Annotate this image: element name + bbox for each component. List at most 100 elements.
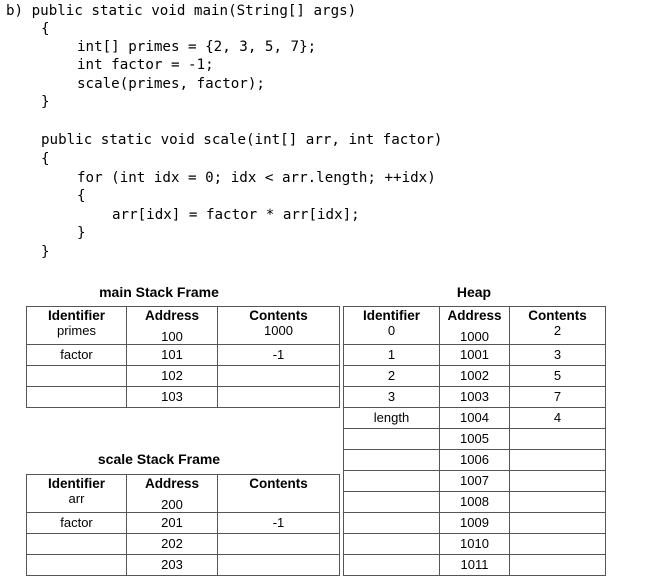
column-header: Contents [509,306,606,324]
address-cell: 200 [126,492,218,513]
table-row: 102 [26,365,340,387]
table-row: length 1004 4 [343,407,606,429]
identifier-cell [26,554,127,576]
contents-cell: 5 [509,365,606,387]
contents-cell [509,491,606,513]
identifier-cell [343,470,440,492]
contents-cell [509,554,606,576]
contents-cell: 7 [509,386,606,408]
scale-frame-title: scale Stack Frame [97,451,221,467]
address-cell: 1011 [439,554,510,576]
column-header: Contents [217,474,340,492]
table-header-row: Identifier Address Contents [343,306,606,324]
identifier-cell [26,533,127,555]
identifier-cell: 1 [343,344,440,366]
table-row: 3 1003 7 [343,386,606,408]
contents-cell [509,428,606,450]
column-header: Identifier [343,306,440,324]
contents-cell [217,492,340,513]
contents-cell: -1 [217,344,340,366]
address-cell: 1004 [439,407,510,429]
table-row: factor 201 -1 [26,512,340,534]
identifier-cell: 2 [343,365,440,387]
code-line: } [41,244,50,260]
table-row: primes 100 1000 [26,324,340,345]
address-cell: 1007 [439,470,510,492]
table-row: 202 [26,533,340,555]
column-header: Address [126,306,218,324]
table-row: 0 1000 2 [343,324,606,345]
contents-cell [509,533,606,555]
address-cell: 103 [126,386,218,408]
address-cell: 203 [126,554,218,576]
heap-title: Heap [456,284,492,300]
identifier-cell: factor [26,512,127,534]
code-line: int[] primes = {2, 3, 5, 7}; [77,39,317,55]
table-row: 1 1001 3 [343,344,606,366]
address-cell: 201 [126,512,218,534]
table-row: 1005 [343,428,606,450]
identifier-cell [343,512,440,534]
column-header: Address [439,306,510,324]
table-row: 203 [26,554,340,576]
contents-cell: 3 [509,344,606,366]
identifier-cell [343,533,440,555]
main-frame-table: Identifier Address Contents primes 100 1… [26,306,340,408]
table-row: 1010 [343,533,606,555]
identifier-cell [343,428,440,450]
heap-table: Identifier Address Contents 0 1000 2 1 1… [343,306,606,576]
address-cell: 1002 [439,365,510,387]
address-cell: 1010 [439,533,510,555]
identifier-cell: arr [26,492,127,513]
contents-cell [217,554,340,576]
table-row: 2 1002 5 [343,365,606,387]
code-line: for (int idx = 0; idx < arr.length; ++id… [77,170,436,186]
address-cell: 1000 [439,324,510,345]
table-row: factor 101 -1 [26,344,340,366]
code-line: public static void scale(int[] arr, int … [41,132,443,148]
code-line: { [41,151,50,167]
table-row: 1006 [343,449,606,471]
contents-cell [217,533,340,555]
contents-cell: -1 [217,512,340,534]
contents-cell: 2 [509,324,606,345]
contents-cell [217,365,340,387]
table-row: 1007 [343,470,606,492]
column-header: Address [126,474,218,492]
identifier-cell [26,365,127,387]
identifier-cell: 0 [343,324,440,345]
contents-cell [509,470,606,492]
identifier-cell [343,491,440,513]
code-line: arr[idx] = factor * arr[idx]; [112,207,360,223]
code-line: scale(primes, factor); [77,76,265,92]
address-cell: 1003 [439,386,510,408]
code-line: { [77,188,86,204]
identifier-cell [343,449,440,471]
code-line: } [77,225,86,241]
column-header: Contents [217,306,340,324]
identifier-cell [343,554,440,576]
contents-cell: 4 [509,407,606,429]
table-row: 1008 [343,491,606,513]
address-cell: 1006 [439,449,510,471]
address-cell: 102 [126,365,218,387]
contents-cell [509,512,606,534]
table-row: 1009 [343,512,606,534]
address-cell: 100 [126,324,218,345]
column-header: Identifier [26,306,127,324]
table-row: 103 [26,386,340,408]
column-header: Identifier [26,474,127,492]
contents-cell: 1000 [217,324,340,345]
identifier-cell [26,386,127,408]
main-frame-title: main Stack Frame [99,284,219,300]
address-cell: 1005 [439,428,510,450]
code-line: } [41,94,50,110]
table-header-row: Identifier Address Contents [26,474,340,492]
code-line: { [41,21,50,37]
contents-cell [217,386,340,408]
address-cell: 1008 [439,491,510,513]
identifier-cell: 3 [343,386,440,408]
table-row: 1011 [343,554,606,576]
code-line: int factor = -1; [77,57,214,73]
table-row: arr 200 [26,492,340,513]
